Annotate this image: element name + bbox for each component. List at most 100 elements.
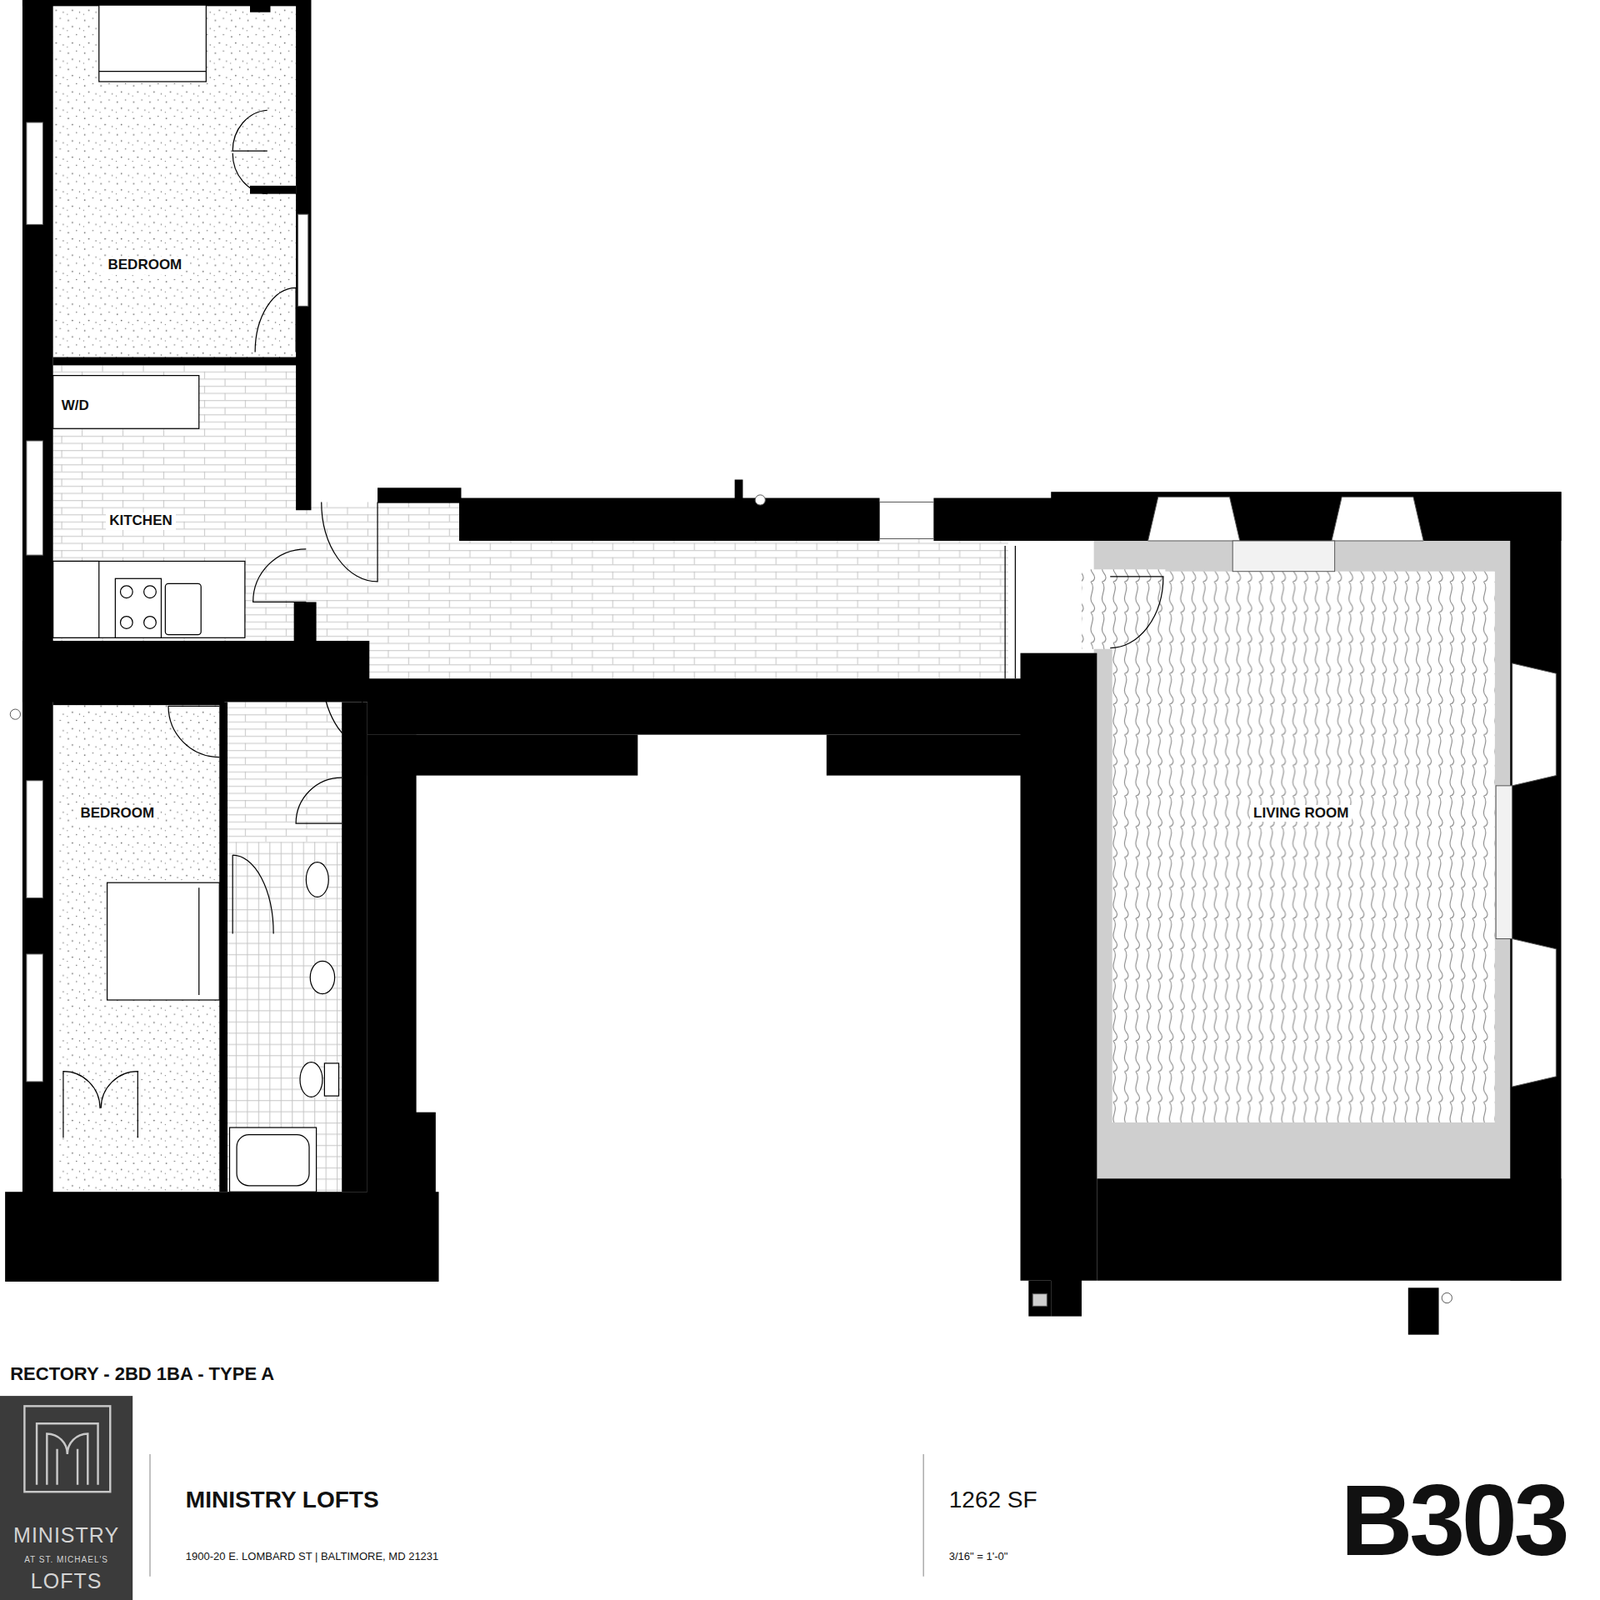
room-living: LIVING ROOM	[1112, 571, 1495, 1123]
walls-part	[1020, 653, 1097, 1281]
doors-part	[63, 1071, 138, 1139]
fixtures-part	[165, 583, 201, 635]
footer-graphics	[0, 1395, 924, 1600]
doors-part	[232, 855, 274, 934]
logo-text: MINISTRY	[13, 1524, 120, 1548]
room-label: LIVING ROOM	[1250, 805, 1352, 823]
windows-part	[26, 780, 44, 899]
windows-part	[26, 954, 44, 1082]
walls-part	[367, 735, 417, 1205]
fixtures-part	[99, 70, 207, 72]
fixtures-part	[300, 1062, 323, 1098]
fixtures-part	[53, 560, 245, 638]
windows-part	[26, 122, 44, 225]
walls-part	[413, 1112, 436, 1205]
walls-part	[1050, 491, 1561, 541]
fixtures-part	[144, 616, 157, 630]
fixtures	[53, 5, 340, 1192]
windows-part	[1495, 785, 1513, 940]
windows-part	[1032, 1294, 1047, 1307]
fixtures-part	[144, 585, 157, 599]
walls-part	[250, 0, 270, 13]
address-text: 1900-20 E. LOMBARD ST | BALTIMORE, MD 21…	[185, 1550, 439, 1563]
footer-graphics-part	[36, 1423, 98, 1485]
fixtures-part	[53, 375, 200, 430]
scale-text: 3/16" = 1'-0"	[949, 1550, 1009, 1563]
walls-part	[341, 701, 368, 1192]
project-name: MINISTRY LOFTS	[185, 1487, 380, 1514]
walls-part	[826, 735, 1051, 776]
walls-part	[735, 480, 744, 500]
walls	[5, 0, 1561, 1335]
fixtures-part	[305, 862, 329, 898]
appliance-label: W/D	[58, 397, 93, 415]
doors-part	[168, 705, 220, 757]
fixtures-part	[120, 616, 133, 630]
fixtures-part	[115, 578, 161, 638]
walls-part	[1096, 1178, 1561, 1280]
floor-finishes-part	[53, 5, 299, 360]
doors-part	[1110, 576, 1164, 649]
walls-part	[377, 487, 461, 503]
walls-part	[1050, 1275, 1082, 1317]
windows-part	[880, 501, 935, 539]
walls-part	[294, 601, 317, 643]
walls-part	[22, 0, 54, 1205]
walls-part	[459, 498, 880, 541]
walls-part	[367, 678, 1051, 735]
logo-block: MINISTRY AT ST. MICHAEL'S LOFTS	[0, 1395, 133, 1600]
walls-part	[295, 0, 311, 510]
walls-part	[933, 498, 1056, 541]
windows-part	[755, 495, 765, 505]
walls-part	[5, 1191, 439, 1282]
plan-title: RECTORY - 2BD 1BA - TYPE A	[10, 1364, 275, 1385]
footer-graphics-part	[0, 1395, 133, 1600]
doors-part	[321, 501, 378, 582]
windows	[10, 122, 1556, 1306]
windows-part	[1512, 663, 1557, 786]
doors-part	[255, 287, 296, 352]
walls-part	[219, 701, 228, 1192]
walls-part	[53, 357, 299, 366]
windows-part	[26, 440, 44, 555]
logo-text: AT ST. MICHAEL'S	[24, 1555, 109, 1565]
room-label: KITCHEN	[105, 512, 176, 530]
unit-number: B303	[1340, 1465, 1567, 1575]
room-label: BEDROOM	[76, 805, 158, 823]
footer-graphics-part	[150, 1454, 924, 1577]
doors-part	[232, 110, 268, 194]
doors-part	[295, 777, 342, 824]
fixtures-part	[236, 1135, 310, 1186]
floor-finishes	[53, 5, 1513, 1192]
walls-part	[1028, 1280, 1051, 1317]
windows-part	[10, 709, 20, 720]
windows-part	[1441, 1292, 1452, 1303]
floor-finishes-part	[226, 841, 342, 1192]
windows-part	[298, 214, 309, 306]
fixtures-part	[99, 5, 207, 82]
fixtures-part	[230, 1127, 317, 1192]
fixtures-part	[120, 585, 133, 599]
area-text: 1262 SF	[949, 1487, 1038, 1514]
floor-finishes-part	[1112, 571, 1495, 1123]
fixtures-part	[107, 882, 220, 1000]
fixtures-part	[324, 1063, 339, 1096]
room-bedroom: BEDROOM	[58, 704, 220, 1192]
fixtures-part	[310, 960, 335, 994]
walls-part	[22, 640, 370, 702]
floor-finishes-part	[58, 704, 220, 1192]
windows-part	[1148, 496, 1240, 541]
floor-finishes-part	[1081, 569, 1165, 650]
walls-part	[1408, 1287, 1440, 1335]
walls-part	[53, 699, 225, 705]
windows-part	[1232, 540, 1335, 572]
doors-part	[321, 663, 363, 744]
walls-part	[1510, 491, 1561, 1281]
room-label: BEDROOM	[104, 256, 185, 275]
logo-text: LOFTS	[30, 1570, 103, 1594]
room-bedroom: BEDROOM	[53, 5, 296, 360]
windows-part	[1512, 939, 1557, 1088]
footer-graphics-part	[24, 1405, 110, 1492]
